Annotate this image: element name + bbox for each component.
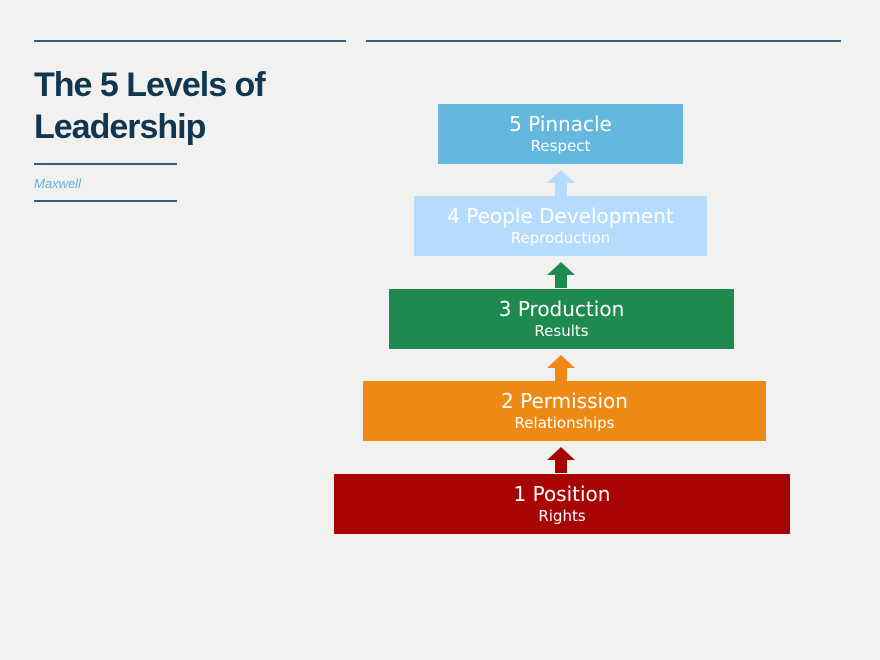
level-title: 2 Permission bbox=[501, 389, 628, 413]
slide-subtitle: Maxwell bbox=[34, 176, 81, 191]
level-title: 3 Production bbox=[498, 297, 625, 321]
subtitle-rule-bottom bbox=[34, 200, 177, 202]
level-subtitle: Reproduction bbox=[510, 229, 611, 247]
level-subtitle: Rights bbox=[538, 507, 586, 525]
level-subtitle: Respect bbox=[530, 137, 591, 155]
top-rule-right bbox=[366, 40, 841, 42]
level-subtitle: Results bbox=[534, 322, 589, 340]
level-subtitle: Relationships bbox=[514, 414, 615, 432]
up-arrow-icon bbox=[547, 170, 575, 196]
level-title: 4 People Development bbox=[447, 204, 674, 228]
up-arrow-icon bbox=[547, 447, 575, 473]
subtitle-rule-top bbox=[34, 163, 177, 165]
level-title: 5 Pinnacle bbox=[509, 112, 612, 136]
level-title: 1 Position bbox=[513, 482, 611, 506]
up-arrow-icon bbox=[547, 262, 575, 288]
top-rule-left bbox=[34, 40, 346, 42]
slide-title: The 5 Levels of Leadership bbox=[34, 66, 266, 146]
up-arrow-icon bbox=[547, 355, 575, 381]
